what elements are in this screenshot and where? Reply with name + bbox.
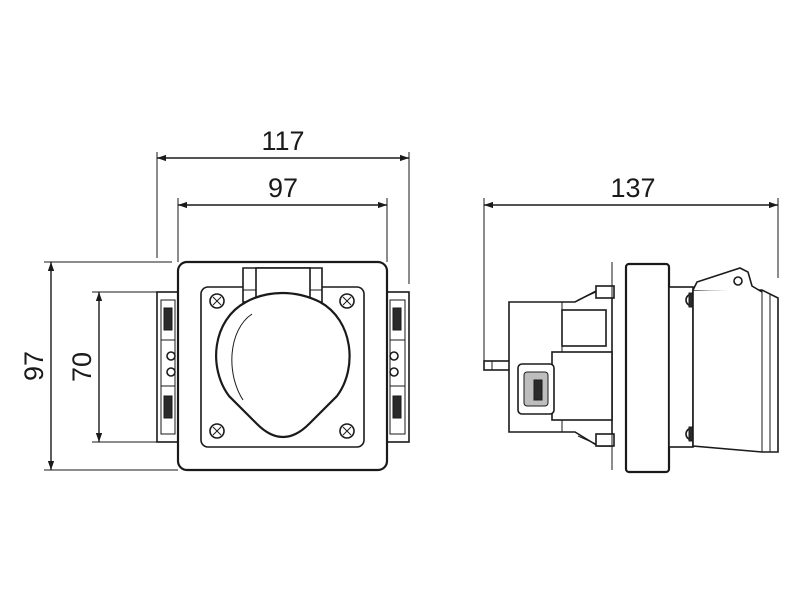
dimension-front-overall-width: 117 [156, 126, 410, 284]
rear-contact-pin [483, 360, 511, 371]
screw-top-left [209, 293, 225, 309]
side-internal-parts [517, 285, 615, 447]
front-view [156, 260, 410, 472]
dim-label-117: 117 [261, 126, 304, 156]
dim-label-97-height: 97 [19, 351, 49, 381]
right-mounting-clip [385, 291, 410, 443]
side-front-housing [668, 286, 779, 453]
side-flange-plate [624, 262, 671, 474]
left-mounting-clip [156, 291, 180, 443]
dimension-front-inner-width: 97 [177, 173, 388, 262]
dim-label-97-width: 97 [268, 173, 298, 203]
side-view [483, 262, 779, 474]
screw-bottom-right [339, 423, 355, 439]
dim-label-70: 70 [67, 352, 97, 382]
screw-top-right [339, 293, 355, 309]
dimension-front-inner-height: 70 [67, 291, 208, 443]
screw-bottom-left [209, 423, 225, 439]
socket-lid [215, 292, 351, 438]
socket-lid-inner-line [231, 313, 253, 401]
side-lid-hinge [692, 267, 763, 293]
dimension-front-overall-height: 97 [19, 261, 178, 471]
dim-label-137: 137 [610, 173, 655, 203]
dimension-side-depth: 137 [483, 173, 779, 362]
